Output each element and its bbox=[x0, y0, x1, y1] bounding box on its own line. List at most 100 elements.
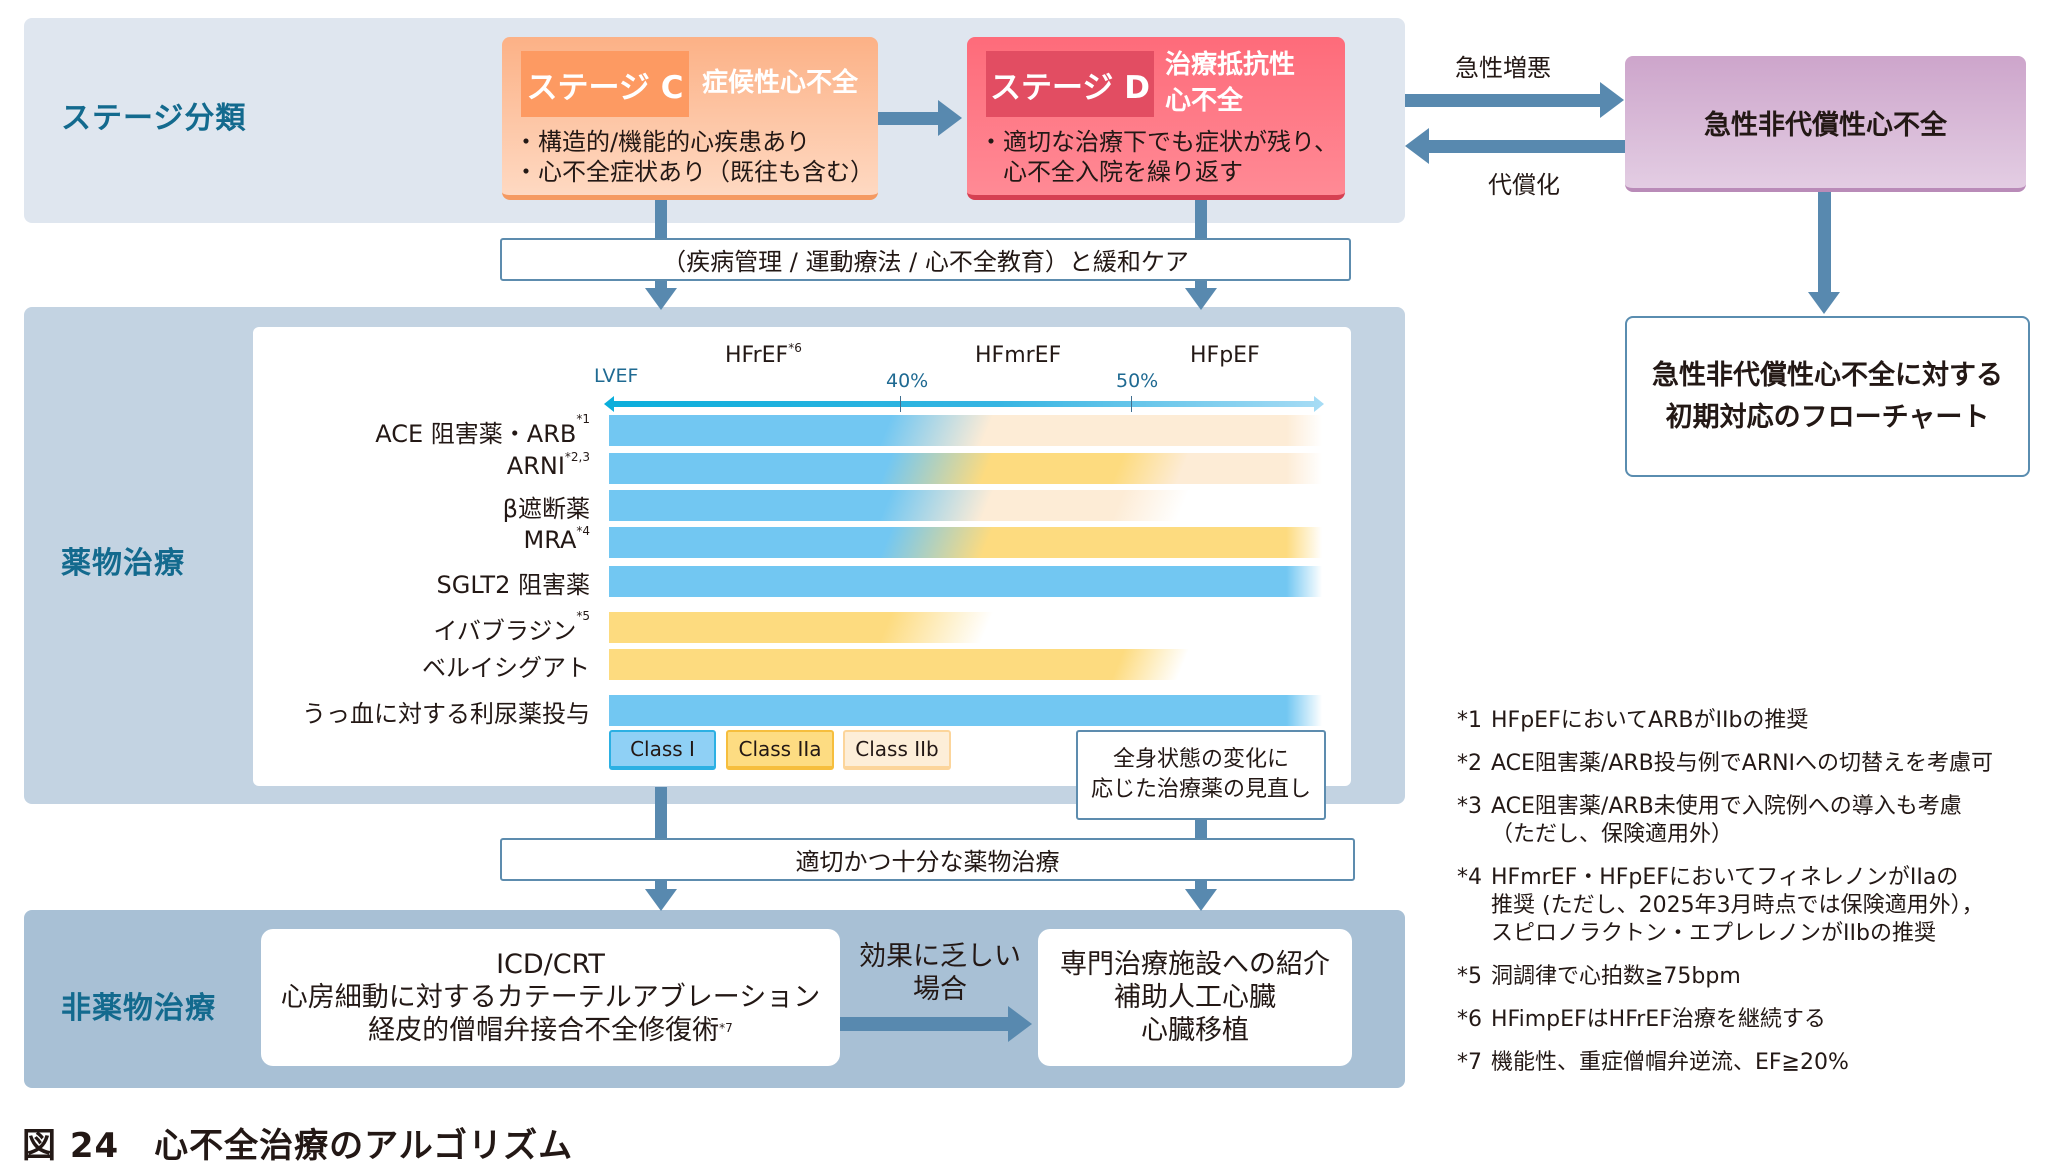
device-line: 心房細動に対するカテーテルアブレーション bbox=[280, 982, 821, 1013]
arrow-to-flowchart-shaft bbox=[1818, 192, 1831, 294]
device-therapy-box: ICD/CRT 心房細動に対するカテーテルアブレーション 経皮的僧帽弁接合不全修… bbox=[261, 929, 840, 1066]
connector-review-to-pharm bbox=[1195, 819, 1207, 839]
ineffective-line: 場合 bbox=[913, 974, 967, 1005]
stage-d-desc-line: ・適切な治療下でも症状が残り、 bbox=[979, 128, 1339, 156]
footnote-text: ACE阻害薬/ARB未使用で入院例への導入も考慮 bbox=[1491, 794, 1962, 819]
adequate-pharmacotherapy-bar: 適切かつ十分な薬物治療 bbox=[500, 838, 1355, 881]
arrow-right-icon bbox=[1600, 82, 1624, 118]
drug-label: MRA*4 bbox=[524, 524, 590, 554]
footnote-ref: *1 bbox=[576, 412, 590, 426]
axis-tick-label-50: 50% bbox=[1116, 370, 1159, 392]
drug-label: β遮断薬 bbox=[503, 489, 590, 524]
legend-class-iib: Class IIb bbox=[843, 730, 951, 770]
stage-d-subtitle-line: 治療抵抗性 bbox=[1165, 50, 1296, 80]
footnote-text: スピロノラクトン・エプレレノンがIIbの推奨 bbox=[1491, 921, 1936, 946]
worsening-label: 急性増悪 bbox=[1455, 54, 1551, 82]
recommendation-bar bbox=[609, 490, 1322, 521]
drug-label: SGLT2 阻害薬 bbox=[437, 565, 590, 600]
arrow-care-to-drug-shaft bbox=[655, 281, 667, 289]
arrow-worsening-shaft bbox=[1405, 94, 1601, 107]
stage-c-desc-line: ・心不全症状あり（既往も含む） bbox=[514, 158, 874, 186]
recommendation-bar bbox=[609, 527, 1322, 558]
recommendation-bar bbox=[609, 415, 1322, 446]
ineffective-line: 効果に乏しい bbox=[859, 941, 1021, 972]
recommendation-bar bbox=[609, 695, 1322, 726]
drug-name: β遮断薬 bbox=[502, 495, 590, 523]
footnote-text: HFpEFにおいてARBがIIbの推奨 bbox=[1491, 708, 1809, 733]
legend-class-i: Class I bbox=[609, 730, 716, 770]
ineffective-label: 効果に乏しい 場合 bbox=[855, 940, 1025, 1006]
stage-d-subtitle-line: 心不全 bbox=[1165, 86, 1244, 116]
footnote-number: *1 bbox=[1457, 708, 1482, 733]
stage-d-label: ステージ D bbox=[986, 51, 1154, 117]
axis-tick-40 bbox=[900, 396, 901, 412]
review-line: 全身状態の変化に bbox=[1112, 747, 1289, 772]
drug-name: ACE 阻害薬・ARB bbox=[375, 420, 577, 448]
specialist-line: 心臓移植 bbox=[1141, 1015, 1249, 1046]
stage-d-desc-line: 心不全入院を繰り返す bbox=[979, 158, 1243, 186]
arrow-pharm-to-nondrug-shaft bbox=[1195, 880, 1207, 890]
arrow-down-icon bbox=[1185, 889, 1217, 911]
arrow-down-icon bbox=[1185, 288, 1217, 310]
arrow-pharm-to-nondrug-shaft bbox=[655, 880, 667, 890]
drug-label: ARNI*2,3 bbox=[507, 450, 590, 480]
drug-name: うっ血に対する利尿薬投与 bbox=[302, 700, 590, 728]
footnote-text: HFmrEF・HFpEFにおいてフィネレノンがIIaの bbox=[1491, 865, 1959, 890]
arrow-right-icon bbox=[938, 100, 962, 136]
review-line: 応じた治療薬の見直し bbox=[1090, 777, 1311, 802]
lvef-axis-arrow bbox=[604, 396, 1324, 412]
stage-d-subtitle: 治療抵抗性 心不全 bbox=[1165, 47, 1295, 119]
arrow-down-icon bbox=[1808, 292, 1840, 314]
drug-name: ベルイシグアト bbox=[422, 654, 590, 682]
connector-drug-to-pharm bbox=[655, 787, 667, 839]
acute-decompensated-hf-box: 急性非代償性心不全 bbox=[1625, 56, 2026, 192]
specialist-line: 補助人工心臓 bbox=[1114, 982, 1276, 1013]
footnote-number: *6 bbox=[1457, 1007, 1482, 1032]
axis-category-hfmref: HFmrEF bbox=[975, 343, 1062, 368]
drug-label: ACE 阻害薬・ARB*1 bbox=[375, 412, 590, 449]
arrow-compensation-shaft bbox=[1428, 140, 1625, 153]
stage-c-description: ・構造的/機能的心疾患あり ・心不全症状あり（既往も含む） bbox=[514, 127, 874, 187]
arrow-down-icon bbox=[645, 288, 677, 310]
footnote-item: *4 HFmrEF・HFpEFにおいてフィネレノンがIIaの推奨 (ただし、202… bbox=[1457, 864, 2047, 948]
footnote-text: 推奨 (ただし、2025年3月時点では保険適用外）， bbox=[1491, 893, 1984, 918]
axis-label-lvef: LVEF bbox=[594, 365, 639, 387]
stage-d-box: ステージ D 治療抵抗性 心不全 ・適切な治療下でも症状が残り、 心不全入院を繰… bbox=[967, 37, 1345, 200]
care-bar: （疾病管理 / 運動療法 / 心不全教育）と緩和ケア bbox=[500, 238, 1351, 281]
flowchart-line: 急性非代償性心不全に対する bbox=[1652, 359, 2003, 391]
stage-c-box: ステージ C 症候性心不全 ・構造的/機能的心疾患あり ・心不全症状あり（既往も… bbox=[502, 37, 878, 200]
device-line-text: 経皮的僧帽弁接合不全修復術 bbox=[368, 1015, 720, 1046]
arrow-down-icon bbox=[645, 889, 677, 911]
footnote-number: *3 bbox=[1457, 794, 1482, 819]
compensation-label: 代償化 bbox=[1488, 171, 1560, 199]
recommendation-bar bbox=[609, 649, 1322, 680]
axis-category-hfpef: HFpEF bbox=[1190, 343, 1260, 368]
section-label-stage: ステージ分類 bbox=[61, 101, 247, 136]
footnote-ref: *7 bbox=[719, 1021, 733, 1035]
arrow-right-icon bbox=[1008, 1006, 1032, 1042]
axis-category-hfref: HFrEF*6 bbox=[725, 341, 802, 368]
drug-label: うっ血に対する利尿薬投与 bbox=[302, 694, 590, 729]
arrow-left-icon bbox=[1405, 128, 1429, 164]
footnote-ref: *4 bbox=[576, 524, 590, 538]
footnote-number: *4 bbox=[1457, 865, 1482, 890]
footnote-item: *1 HFpEFにおいてARBがIIbの推奨 bbox=[1457, 707, 2047, 735]
specialist-line: 専門治療施設への紹介 bbox=[1060, 949, 1330, 980]
initial-response-flowchart-box[interactable]: 急性非代償性心不全に対する 初期対応のフローチャート bbox=[1625, 316, 2030, 477]
flowchart-line: 初期対応のフローチャート bbox=[1665, 401, 1990, 433]
stage-c-desc-line: ・構造的/機能的心疾患あり bbox=[514, 128, 811, 156]
arrow-to-specialist-shaft bbox=[840, 1017, 1010, 1031]
footnote-number: *7 bbox=[1457, 1050, 1482, 1075]
footnote-text: 洞調律で心拍数≧75bpm bbox=[1491, 964, 1741, 989]
specialist-referral-box: 専門治療施設への紹介 補助人工心臓 心臓移植 bbox=[1038, 929, 1352, 1066]
connector-d-to-care bbox=[1195, 200, 1207, 240]
connector-c-to-care bbox=[655, 200, 667, 240]
section-label-drug: 薬物治療 bbox=[61, 546, 185, 581]
arrow-c-to-d-shaft bbox=[878, 112, 940, 125]
drug-name: SGLT2 阻害薬 bbox=[436, 571, 590, 599]
recommendation-bar bbox=[609, 453, 1322, 484]
device-line: ICD/CRT bbox=[496, 949, 605, 980]
